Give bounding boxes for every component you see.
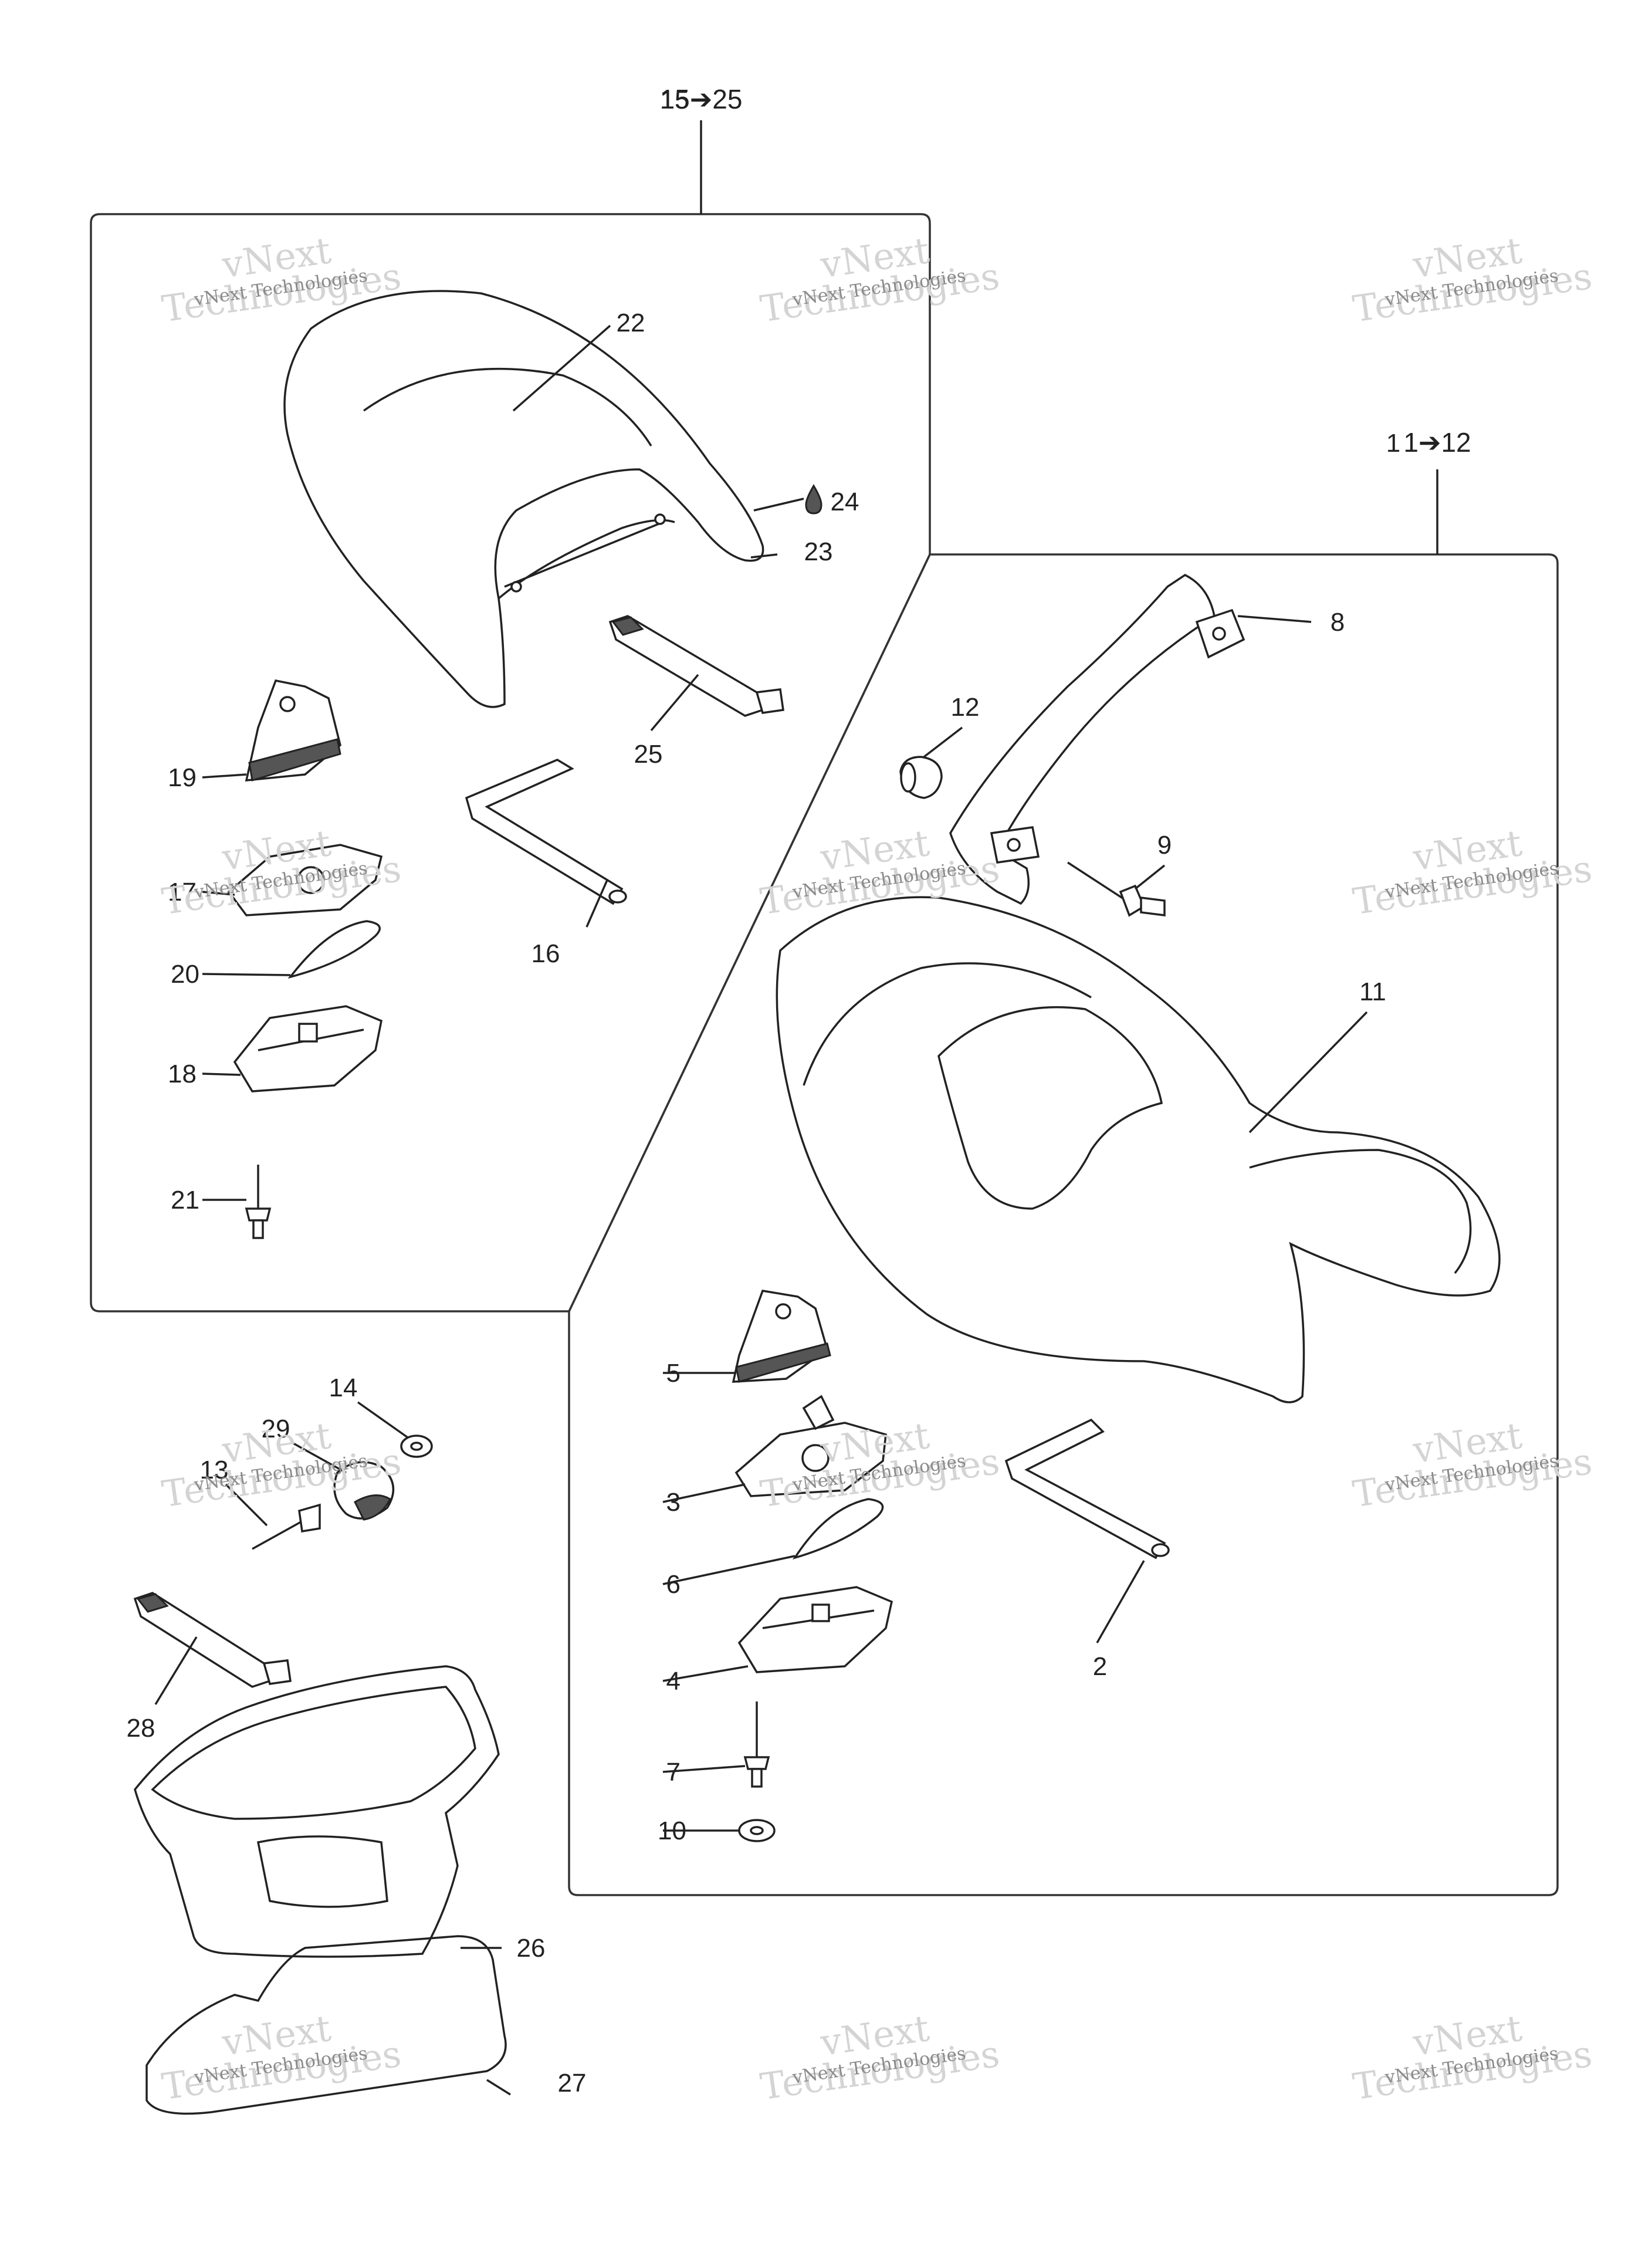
latch-base-part-17 (227, 844, 383, 916)
callout-5: 5 (666, 1359, 681, 1388)
allen-key-part-16 (465, 759, 627, 905)
grab-handle-part-8 (949, 573, 1245, 905)
washer-part-14 (400, 1435, 433, 1458)
watermark: vNext Technologies vNext Technologies (1350, 229, 1595, 330)
callout-1: 1 (1386, 429, 1400, 458)
callout-12: 12 (951, 693, 980, 722)
callout-24: 24 (831, 488, 859, 516)
callout-27: 27 (558, 2069, 587, 2098)
rivet-part-21 (245, 1165, 272, 1239)
callout-28: 28 (127, 1714, 155, 1743)
callout-10: 10 (658, 1816, 686, 1845)
strap-part-28 (133, 1592, 292, 1688)
watermark: vNext Technologies vNext Technologies (160, 821, 404, 923)
callout-20: 20 (171, 960, 199, 989)
watermark: vNext Technologies vNext Technologies (1350, 2007, 1595, 2108)
callout-18: 18 (168, 1060, 197, 1088)
callout-9: 9 (1157, 831, 1172, 860)
callout-14: 14 (329, 1374, 358, 1402)
callout-4: 4 (666, 1667, 681, 1696)
front-seat-group-frame (568, 553, 1559, 1896)
callout-7: 7 (666, 1758, 681, 1787)
callout-11: 11 (1359, 977, 1386, 1006)
gasket-part-27 (145, 1935, 507, 2115)
callout-13: 13 (200, 1456, 229, 1484)
rear-seat-group-frame (90, 213, 931, 1312)
callout-17: 17 (168, 878, 197, 906)
callout-8: 8 (1331, 608, 1345, 637)
grommet-part-12 (899, 756, 943, 799)
watermark: vNext Technologies vNext Technologies (160, 2007, 404, 2108)
watermark: vNext Technologies vNext Technologies (758, 2007, 1002, 2108)
bolt-part-9 (1067, 861, 1166, 917)
callout-23: 23 (804, 537, 833, 566)
callout-22: 22 (617, 309, 645, 337)
housing-part-18 (233, 1005, 382, 1092)
callout-26: 26 (517, 1934, 546, 1963)
watermark: vNext Technologies vNext Technologies (758, 229, 1002, 330)
rear-group-label: 15➔25 (660, 84, 743, 114)
front-seat-part (776, 896, 1501, 1403)
strap-part-25 (608, 615, 784, 717)
rivet-part-7 (743, 1701, 770, 1788)
rivet-part-13 (252, 1503, 321, 1550)
latch-base-part-3 (734, 1395, 887, 1497)
loop-part-20 (287, 920, 381, 979)
callout-25: 25 (634, 740, 663, 769)
latch-part-5 (732, 1290, 831, 1383)
callout-numbers: 1 2 3 4 5 6 7 8 9 10 11 12 13 14 15 16 1… (127, 86, 1401, 2098)
latch-part-19 (245, 679, 341, 782)
storage-bin-part-26 (134, 1665, 500, 1958)
callout-6: 6 (666, 1570, 681, 1599)
callout-16: 16 (532, 939, 560, 968)
callout-29: 29 (262, 1415, 290, 1443)
housing-part-4 (737, 1586, 893, 1673)
loop-part-6 (792, 1498, 884, 1560)
rear-seat-part (283, 290, 764, 708)
grommet-part-29 (333, 1461, 395, 1521)
callout-19: 19 (168, 763, 197, 792)
callout-21: 21 (171, 1186, 199, 1215)
allen-key-part-2 (1004, 1418, 1170, 1559)
callout-3: 3 (666, 1488, 681, 1517)
callout-leaders (154, 324, 1368, 2096)
front-group-label: 1➔12 (1403, 427, 1471, 458)
washer-part-10 (738, 1819, 776, 1842)
lubricant-drop-icon (805, 484, 822, 515)
callout-15: 15 (661, 86, 689, 114)
callout-2: 2 (1093, 1652, 1107, 1681)
